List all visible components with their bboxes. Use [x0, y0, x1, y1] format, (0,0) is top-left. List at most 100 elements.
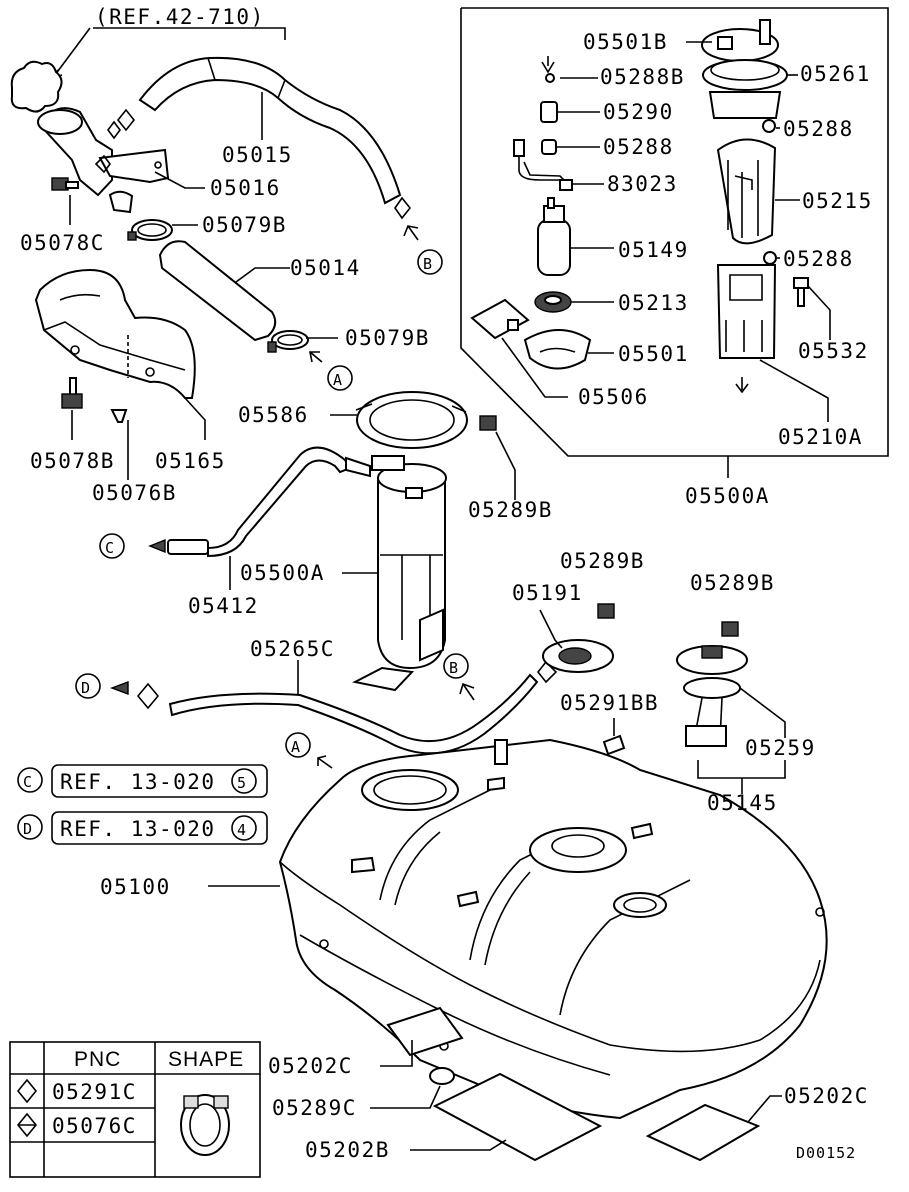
- label-05078C: 05078C: [20, 231, 105, 255]
- inset-leaders: [557, 77, 780, 354]
- part-bolt-05532: [793, 277, 809, 307]
- label-05586: 05586: [238, 403, 309, 427]
- part-ring-05261: [702, 59, 788, 91]
- pads-group: [370, 1006, 782, 1162]
- ref-c-marker: C: [23, 773, 33, 791]
- part-clamp-05079B-bottom: [267, 330, 309, 353]
- part-sleeve-05215: [716, 138, 777, 245]
- label-05289B-b: 05289B: [560, 549, 645, 573]
- label-05289C: 05289C: [272, 1096, 357, 1120]
- diamond-icon: [536, 660, 558, 684]
- marker-d-left: D: [81, 679, 91, 697]
- label-05291BB: 05291BB: [560, 691, 659, 715]
- arrow-icon: [403, 225, 419, 241]
- label-05079B-bottom: 05079B: [345, 326, 430, 350]
- ref-d-num: 4: [237, 821, 247, 839]
- drawing-number: D00152: [796, 1144, 856, 1162]
- diamond-crossed-icon: [16, 1112, 38, 1138]
- pump-module-group: [148, 446, 447, 692]
- part-pump-05149: [537, 197, 571, 276]
- label-05016: 05016: [210, 176, 281, 200]
- label-05288B: 05288B: [600, 65, 685, 89]
- filler-neck-group: [10, 27, 419, 363]
- label-05215: 05215: [802, 189, 873, 213]
- vapor-hose-group: [110, 660, 558, 755]
- markers: B A C D B A: [75, 249, 469, 769]
- label-05213: 05213: [618, 291, 689, 315]
- part-bracket-05501: [523, 329, 592, 370]
- part-05288-a: [541, 139, 557, 155]
- ref-cloud-icon: [10, 60, 63, 113]
- pump-inset: [460, 7, 889, 478]
- marker-b-mid: B: [449, 659, 459, 677]
- label-05501B: 05501B: [583, 30, 668, 54]
- label-05412: 05412: [188, 594, 259, 618]
- ref-c-num: 5: [237, 774, 247, 792]
- marker-c-left: C: [105, 539, 115, 557]
- part-hose-05014: [158, 240, 277, 342]
- diamond-icon: [116, 108, 136, 132]
- sender-05191-group: [539, 603, 626, 756]
- label-05288-b: 05288: [783, 117, 854, 141]
- part-05288B: [545, 73, 555, 83]
- part-nut-05289B-c: [721, 621, 739, 637]
- part-bolt-05078C: [51, 177, 79, 191]
- arrow-left-icon: [148, 538, 166, 554]
- part-labels: (REF.42-710) 05015 05016 05078C 05079B 0…: [20, 5, 873, 1162]
- marker-a-mid: A: [291, 738, 301, 756]
- arrow-icon: [309, 351, 323, 363]
- part-vapor-hose-05265C: [168, 673, 539, 755]
- diamond-icon: [136, 682, 160, 710]
- label-05261: 05261: [800, 62, 871, 86]
- label-05288-c: 05288: [783, 247, 854, 271]
- part-float-05259: [685, 725, 727, 747]
- part-plate-05506: [470, 298, 530, 340]
- label-05289B-a: 05289B: [468, 498, 553, 522]
- part-05288-b: [762, 119, 776, 133]
- marker-a-top: A: [333, 371, 343, 389]
- arrow-down-icon: [735, 377, 749, 394]
- part-nut-05289C: [429, 1067, 455, 1085]
- label-05265C: 05265C: [250, 637, 335, 661]
- legend-table: PNC SHAPE 05291C 05076C: [9, 1041, 261, 1178]
- ring-05586-group: [330, 391, 516, 500]
- diamond-icon: [16, 1078, 38, 1104]
- part-05291BB: [602, 734, 626, 756]
- label-05165: 05165: [155, 449, 226, 473]
- label-05100: 05100: [100, 875, 171, 899]
- diamond-icon: [94, 154, 111, 174]
- label-05532: 05532: [798, 339, 869, 363]
- label-05191: 05191: [512, 581, 583, 605]
- part-bolt-05078B: [61, 377, 83, 409]
- label-05149: 05149: [618, 238, 689, 262]
- arrow-down-icon: [541, 56, 555, 74]
- label-05500A-inset: 05500A: [685, 484, 770, 508]
- legend-row1-pnc: 05291C: [52, 1080, 137, 1104]
- label-05014: 05014: [290, 256, 361, 280]
- part-hose-05015: [138, 56, 402, 205]
- ref-boxes: C REF. 13-020 5 D REF. 13-020 4: [17, 764, 268, 845]
- legend-col-pnc: PNC: [74, 1048, 121, 1071]
- part-cap-05501B: [701, 19, 779, 62]
- part-clamp-05079B-top: [127, 219, 173, 241]
- label-05500A-main: 05500A: [240, 561, 325, 585]
- ref-c-label: REF. 13-020: [60, 770, 216, 794]
- part-base-05210A: [716, 264, 777, 359]
- arrow-icon: [459, 682, 475, 701]
- part-05290: [540, 101, 558, 123]
- label-05501: 05501: [618, 342, 689, 366]
- arrow-left-icon: [110, 680, 129, 696]
- label-05259: 05259: [745, 736, 816, 760]
- part-fuel-line-05412: [207, 446, 352, 558]
- heat-shield-group: [34, 268, 206, 480]
- label-83023: 83023: [607, 172, 678, 196]
- part-bracket-05016: [98, 148, 170, 184]
- part-pad-05202C-right: [645, 1103, 761, 1162]
- part-05288-c: [763, 251, 777, 265]
- ref-d-label: REF. 13-020: [60, 817, 216, 841]
- part-heat-shield-05165: [34, 268, 196, 399]
- part-housing-top: [708, 91, 782, 119]
- legend-row2-pnc: 05076C: [52, 1114, 137, 1138]
